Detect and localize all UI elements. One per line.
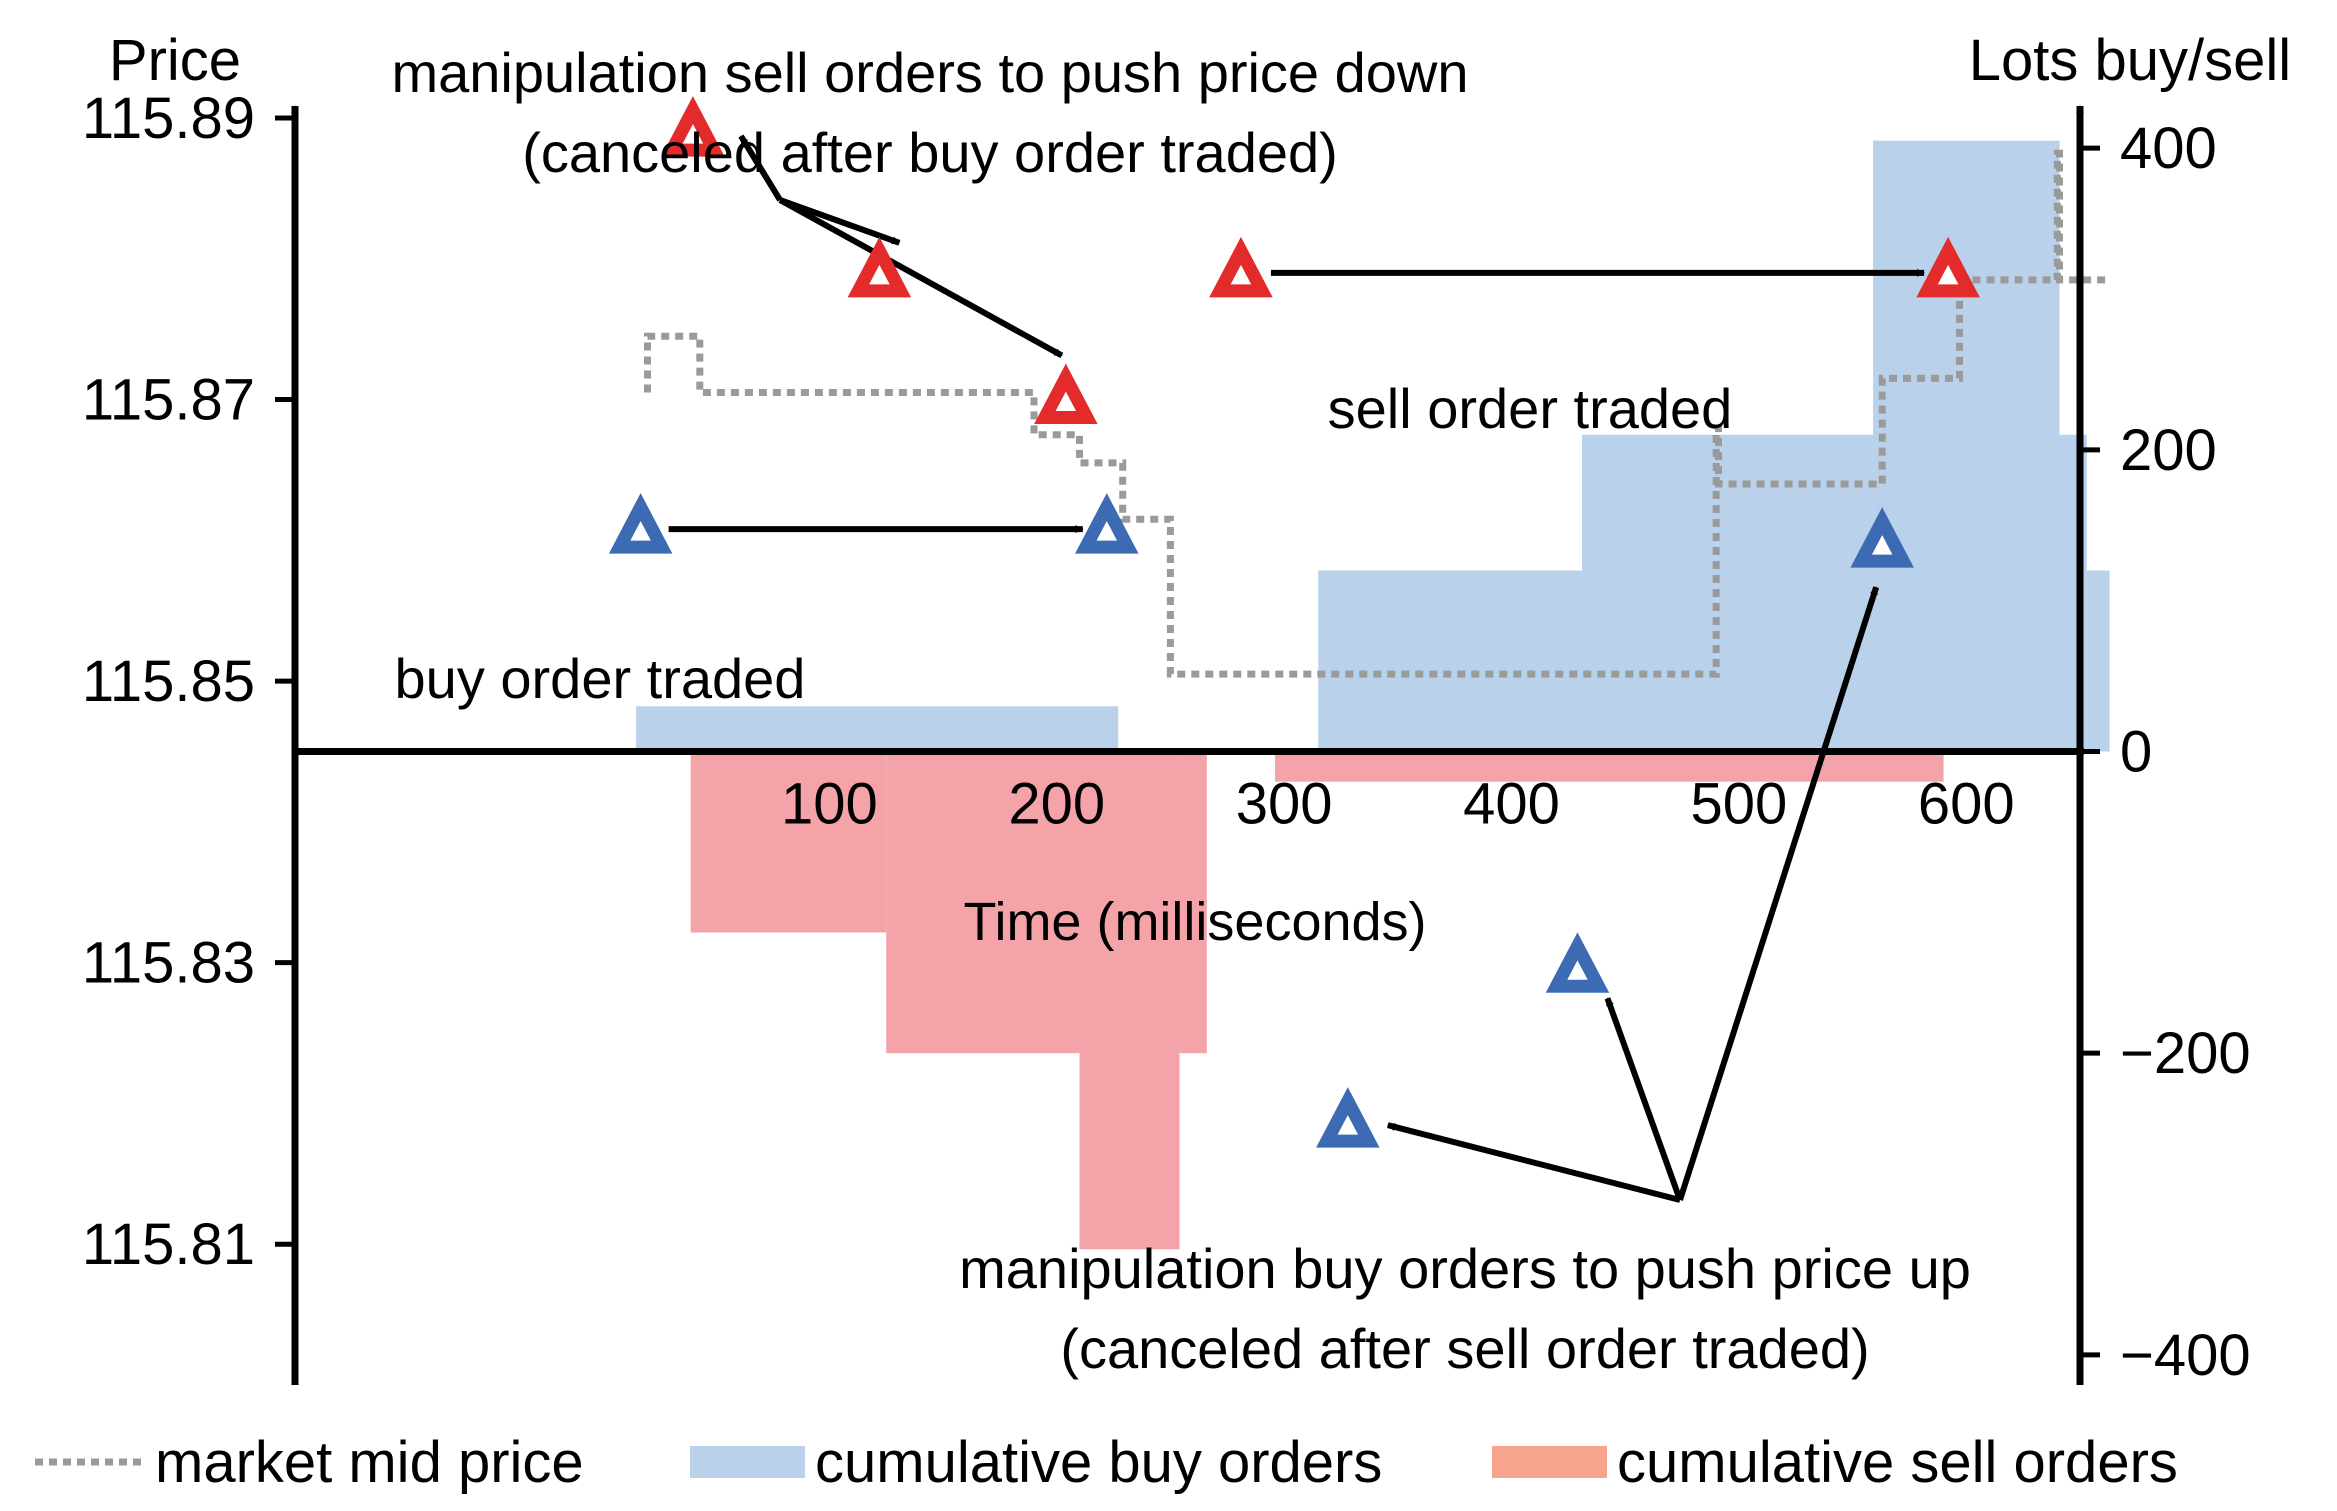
sell-order-marker	[1034, 363, 1098, 425]
buy-bar	[636, 706, 1119, 752]
left-axis-title: Price	[109, 28, 241, 93]
sell-bar	[886, 751, 1080, 1054]
legend-label-sell: cumulative sell orders	[1617, 1430, 2178, 1495]
legend-label-buy: cumulative buy orders	[815, 1430, 1382, 1495]
legend-swatch-buy	[690, 1446, 805, 1478]
x-axis-title: Time (milliseconds)	[963, 892, 1426, 952]
right-tick-label: −400	[2120, 1323, 2251, 1388]
legend-label-mid-price: market mid price	[155, 1430, 584, 1495]
right-tick-label: 400	[2120, 116, 2217, 181]
left-tick-label: 115.81	[82, 1212, 255, 1277]
buy-bar	[1318, 570, 1583, 752]
bar-layer	[636, 140, 2110, 1250]
sell-order-marker	[847, 236, 912, 298]
arrow-sell-manip	[778, 197, 1064, 359]
arrow-buy-manip	[1677, 586, 1880, 1201]
x-tick-label: 600	[1918, 772, 2015, 837]
x-tick-label: 500	[1691, 772, 1788, 837]
axes-layer: 115.89 115.87 115.85 115.83 115.81 400 200 0 −20…	[82, 86, 2251, 1388]
buy-order-marker	[1316, 1087, 1380, 1148]
sell-order-marker	[1916, 236, 1980, 298]
buy-order-marker	[608, 493, 673, 554]
sell-bar	[1275, 751, 1944, 782]
buy-order-marker	[1075, 493, 1139, 554]
arrow-sell-manip	[738, 134, 783, 202]
buy-bar	[1582, 434, 1874, 752]
sell-order-marker	[661, 96, 725, 157]
right-tick-label: 0	[2120, 720, 2152, 785]
legend: market mid price cumulative buy orders cum…	[35, 1430, 2178, 1495]
sell-bar	[690, 751, 887, 933]
right-axis-title: Lots buy/sell	[1969, 28, 2291, 93]
annotation-sell-manip: manipulation sell orders to push price d…	[391, 41, 1468, 104]
x-tick-label: 300	[1236, 772, 1333, 837]
annotation-buy-traded: buy order traded	[395, 647, 806, 710]
buy-bar	[2086, 570, 2110, 752]
sell-order-marker	[1209, 236, 1273, 298]
arrow-layer	[668, 134, 1925, 1203]
x-tick-label: 200	[1008, 772, 1105, 837]
legend-swatch-sell	[1492, 1446, 1607, 1478]
buy-bar	[1873, 140, 2060, 752]
left-tick-label: 115.87	[82, 368, 255, 433]
left-tick-label: 115.89	[82, 86, 255, 151]
arrow-sell-manip	[778, 197, 901, 246]
buy-order-marker	[1545, 932, 1610, 993]
marker-layer	[608, 96, 1980, 1148]
mid-price-line	[644, 149, 2110, 678]
left-tick-label: 115.83	[82, 931, 255, 996]
right-tick-label: 200	[2120, 418, 2217, 483]
sell-bar	[1079, 751, 1180, 1250]
mid-price-layer	[644, 149, 2110, 678]
annotation-buy-manip-note: (canceled after sell order traded)	[1060, 1317, 1869, 1380]
sell-bar	[1179, 751, 1207, 1054]
arrow-buy-manip	[1387, 1122, 1681, 1203]
annotation-sell-traded: sell order traded	[1328, 377, 1733, 440]
buy-order-marker	[1850, 507, 1914, 568]
annotation-sell-manip-note: (canceled after buy order traded)	[522, 121, 1338, 184]
annotation-buy-manip: manipulation buy orders to push price up	[959, 1237, 1971, 1300]
right-tick-label: −200	[2120, 1021, 2251, 1086]
x-tick-label: 100	[781, 772, 878, 837]
x-tick-label: 400	[1463, 772, 1560, 837]
left-tick-label: 115.85	[82, 649, 255, 714]
arrow-buy-manip	[1604, 997, 1683, 1202]
